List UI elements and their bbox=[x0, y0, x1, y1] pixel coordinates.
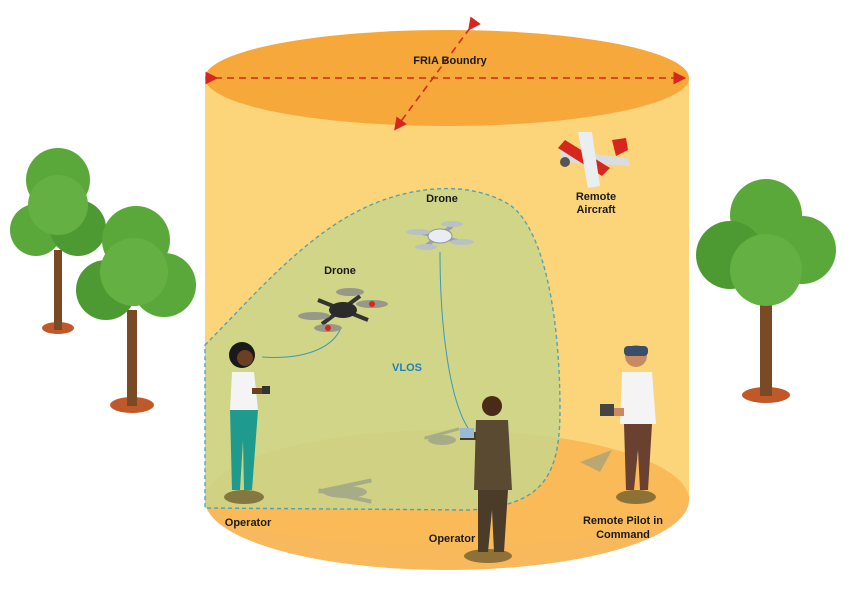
aircraft-label-line1: Remote bbox=[576, 191, 616, 203]
tree-icon bbox=[76, 206, 196, 413]
vlos-label: VLOS bbox=[392, 362, 422, 374]
drone-dark-icon bbox=[298, 288, 388, 332]
rpic-label-line2: Command bbox=[596, 529, 650, 541]
control-link bbox=[439, 251, 469, 429]
boundary-label: FRIA Boundry bbox=[413, 55, 487, 67]
aircraft-shadow bbox=[580, 450, 612, 472]
drone-label: Drone bbox=[426, 193, 458, 205]
operator-man-figure bbox=[460, 396, 512, 563]
airplane-icon bbox=[558, 132, 630, 188]
drone-shadow-2 bbox=[424, 427, 460, 445]
control-link bbox=[261, 329, 341, 359]
aircraft-label-line2: Aircraft bbox=[576, 204, 615, 216]
rpic-figure bbox=[600, 345, 656, 504]
operator-label: Operator bbox=[429, 533, 476, 545]
drone-label: Drone bbox=[324, 265, 356, 277]
tree-icon bbox=[696, 179, 836, 403]
rpic-label-line1: Remote Pilot in bbox=[583, 515, 663, 527]
drone-shadow bbox=[318, 478, 372, 504]
operator-label: Operator bbox=[225, 517, 272, 529]
tree-icon bbox=[10, 148, 106, 334]
drone-white-icon bbox=[406, 221, 474, 250]
boundary-arrow-diagonal bbox=[394, 16, 481, 131]
operator-woman-figure bbox=[224, 342, 270, 504]
